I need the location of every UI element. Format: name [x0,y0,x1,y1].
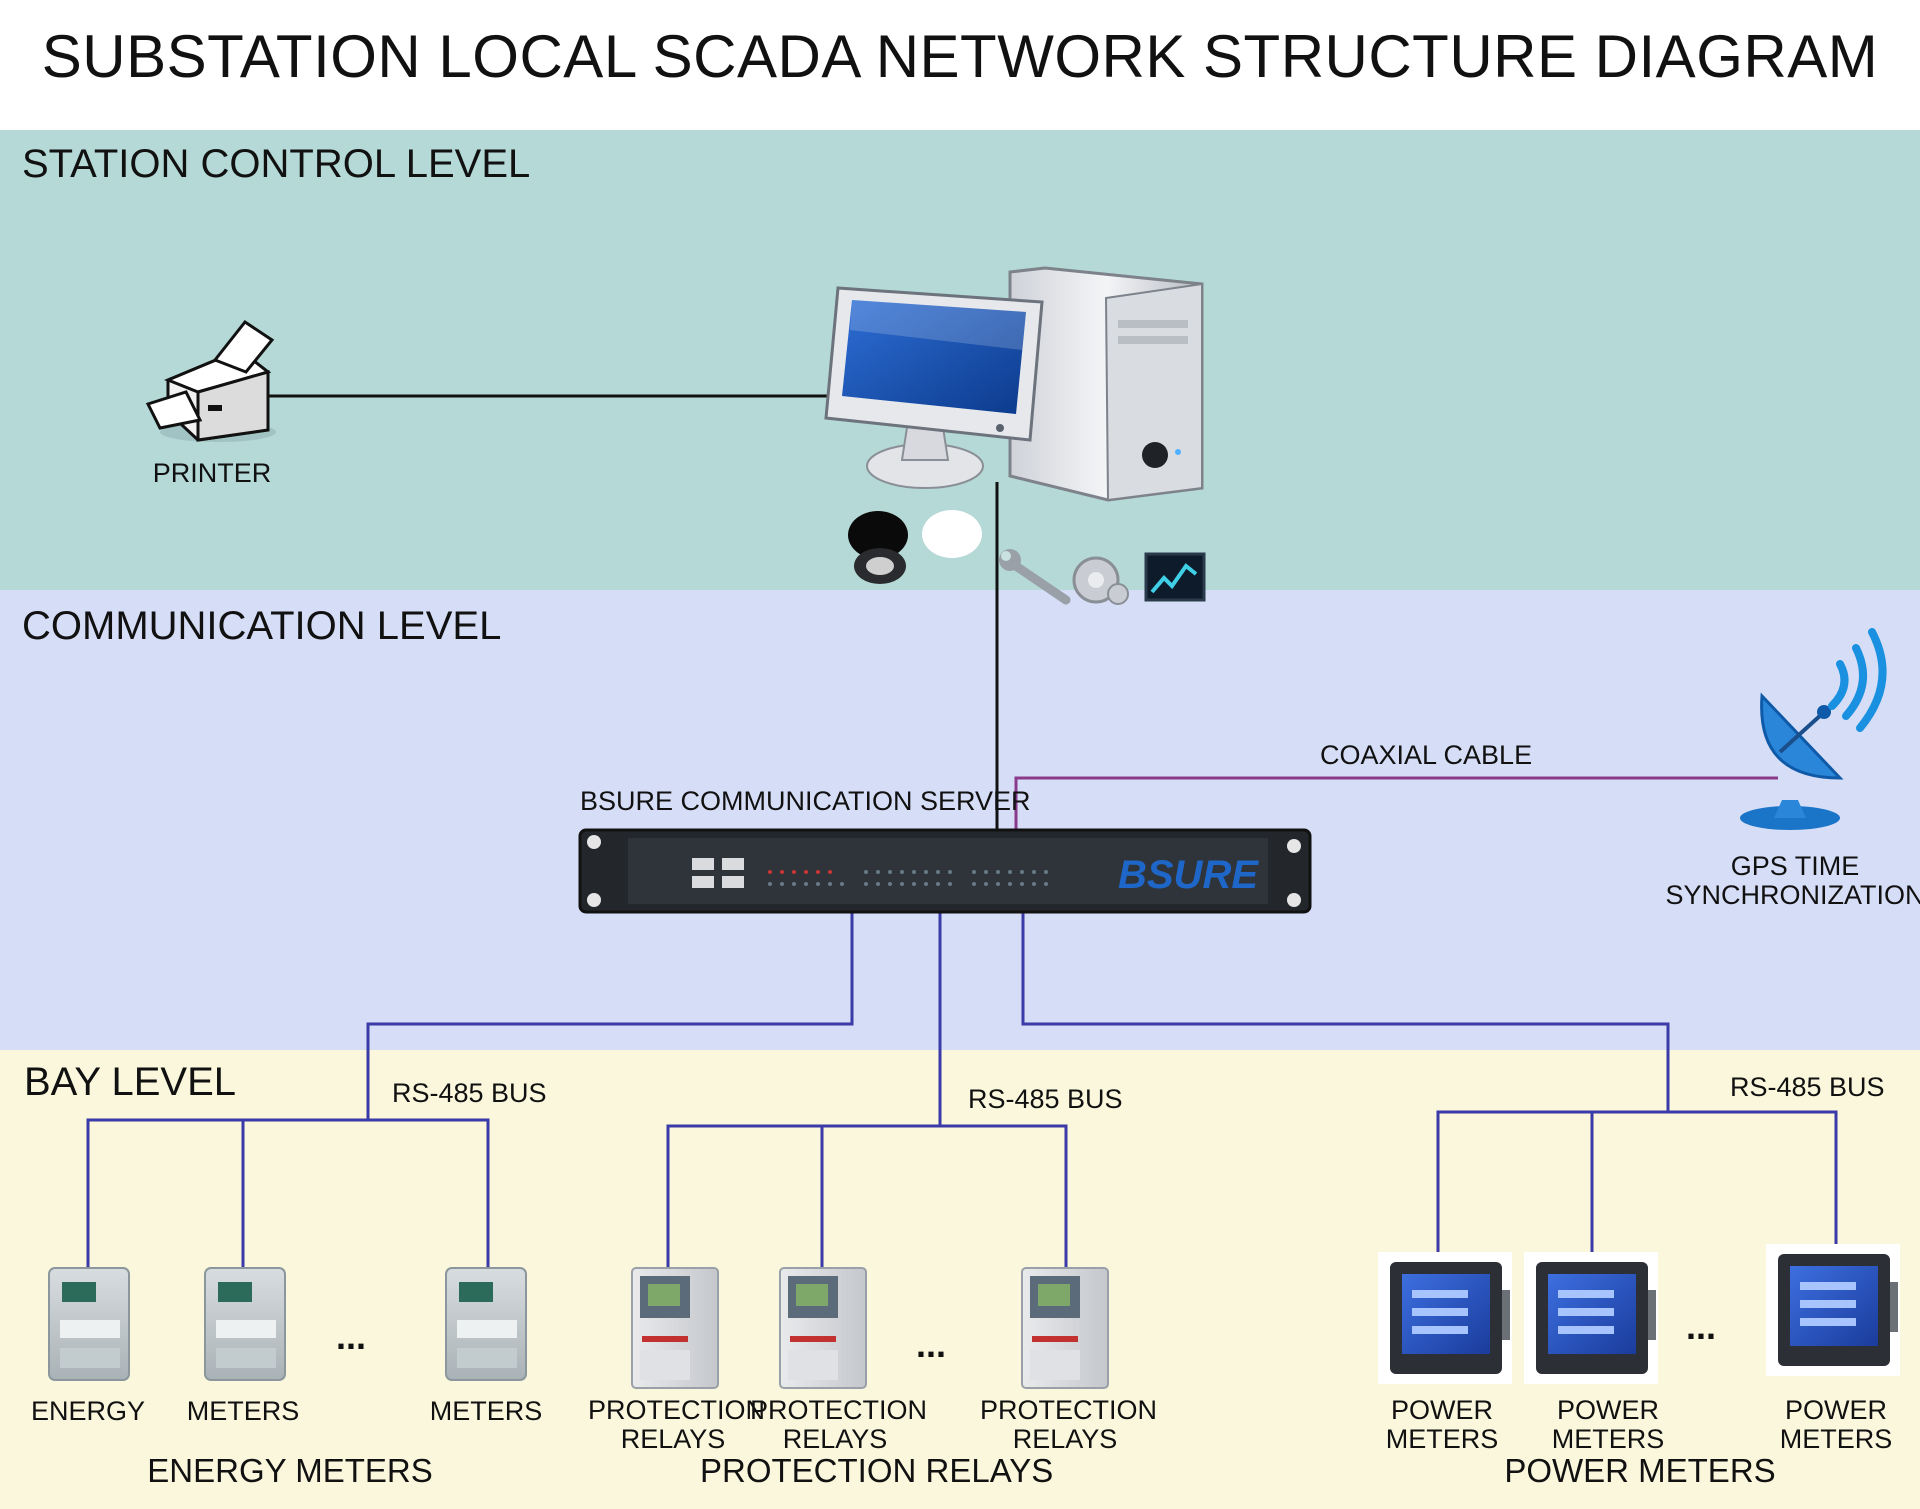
protection-relays-group-label: PROTECTION RELAYS [700,1452,1054,1489]
communication-server-icon [578,828,1312,914]
energy-meter-2-icon [204,1267,286,1381]
power-meters-ellipsis: ... [1686,1306,1717,1347]
rs485-bus-lines [86,912,1838,1275]
energy-meter-1-icon [48,1267,130,1381]
printer-icon [145,319,276,442]
energy-meters-group-label: ENERGY METERS [147,1452,433,1489]
energy-meter-2-label: METERS [186,1396,300,1426]
protection-relay-3-label-line2: RELAYS [1012,1424,1118,1454]
coaxial-cable-line [1014,776,1778,830]
communication-band [0,590,1920,1050]
power-meter-1-icon [1378,1252,1512,1384]
gps-satellite-dish-icon [1740,628,1887,830]
gps-label-line2: SYNCHRONIZATION [1665,880,1920,910]
bus-label-protection: RS-485 BUS [968,1084,1123,1114]
bus-label-energy: RS-485 BUS [392,1078,547,1108]
protection-relay-2-label: PROTECTION RELAYS [750,1395,928,1454]
gear-icon [1072,556,1129,605]
protection-relay-1-icon [631,1267,719,1389]
energy-meters-ellipsis: ... [336,1316,367,1357]
power-meter-3-label-line1: POWER [1784,1395,1887,1425]
protection-relays-ellipsis: ... [916,1324,947,1365]
power-meters-group-label: POWER METERS [1504,1452,1776,1489]
wrench-icon [999,549,1071,605]
disc-icon [922,510,982,558]
computer-icon [824,266,1204,502]
protection-relay-2-label-line2: RELAYS [782,1424,888,1454]
protection-relay-3-icon [1021,1267,1109,1389]
monitor-chart-icon [1144,552,1206,602]
bus-label-power: RS-485 BUS [1730,1072,1885,1102]
power-meter-3-icon [1766,1244,1900,1376]
power-meter-1-label: POWER METERS [1370,1396,1514,1454]
energy-meter-3-label: METERS [429,1396,543,1426]
coaxial-cable-label: COAXIAL CABLE [1320,740,1533,770]
protection-relay-1-label-line2: RELAYS [620,1424,726,1454]
power-meter-2-icon [1524,1252,1658,1384]
diagram-title: SUBSTATION LOCAL SCADA NETWORK STRUCTURE… [41,23,1879,90]
station-control-level-label: STATION CONTROL LEVEL [22,142,531,186]
power-meter-2-label-line1: POWER [1556,1395,1659,1425]
energy-meter-1-label: ENERGY [30,1396,146,1426]
server-brand-logo: BSURE [1118,853,1259,897]
protection-relay-1-label-line1: PROTECTION [588,1395,766,1425]
power-meter-1-label-line2: METERS [1385,1424,1499,1454]
bay-level-label: BAY LEVEL [24,1060,236,1104]
energy-meter-3-icon [445,1267,527,1381]
protection-relay-2-label-line1: PROTECTION [750,1395,928,1425]
protection-relay-3-label-line1: PROTECTION [980,1395,1158,1425]
power-meter-1-label-line1: POWER [1390,1395,1493,1425]
protection-relay-1-label: PROTECTION RELAYS [588,1395,766,1454]
power-meter-3-label: POWER METERS [1764,1396,1908,1454]
protection-relay-2-icon [779,1267,867,1389]
gps-label: GPS TIME SYNCHRONIZATION [1660,852,1920,910]
communication-level-label: COMMUNICATION LEVEL [22,604,502,648]
power-meter-2-label: POWER METERS [1536,1396,1680,1454]
gps-label-line1: GPS TIME [1730,851,1860,881]
power-meter-3-label-line2: METERS [1779,1424,1893,1454]
power-meter-2-label-line2: METERS [1551,1424,1665,1454]
server-label: BSURE COMMUNICATION SERVER [580,786,1031,816]
protection-relay-3-label: PROTECTION RELAYS [980,1395,1158,1454]
mouse-icon [848,511,908,584]
printer-label: PRINTER [152,458,272,488]
